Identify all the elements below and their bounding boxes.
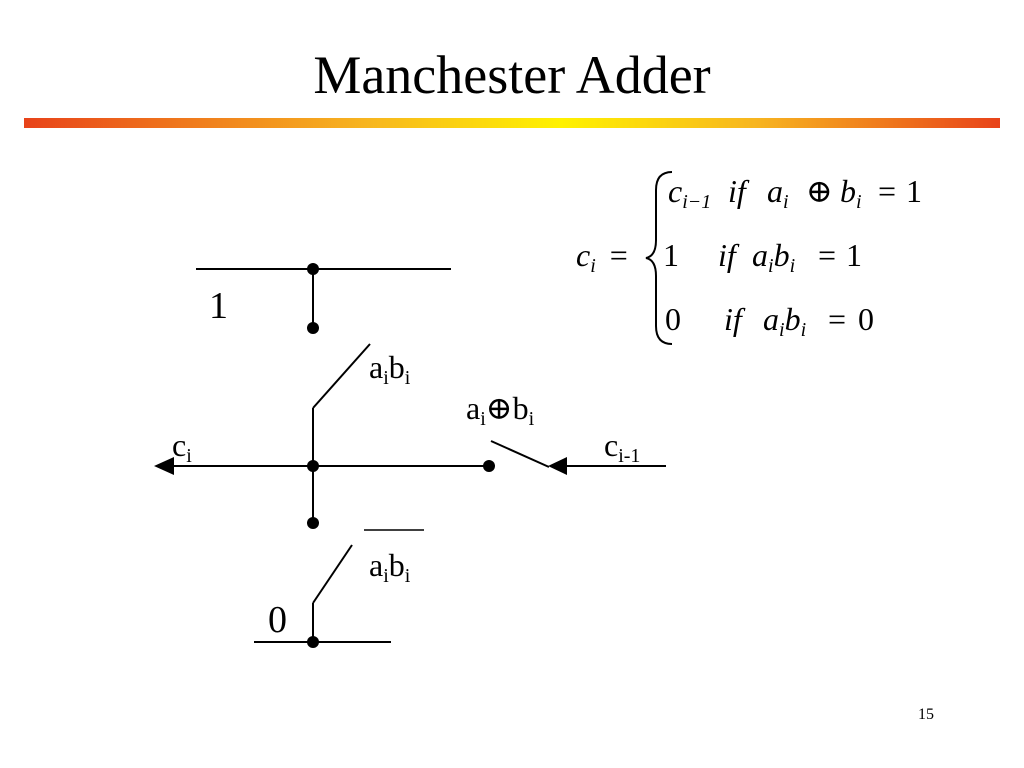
node-dot bbox=[307, 322, 319, 334]
kill-switch bbox=[312, 544, 353, 604]
node-dot bbox=[307, 517, 319, 529]
circuit bbox=[168, 268, 666, 643]
constant-one-label: 1 bbox=[209, 285, 228, 327]
carry-in-arrow-icon bbox=[548, 457, 567, 475]
carry-equation: ci= ci−1 if ai ⊕ bi = 1 1 if aibi = 1 0 … bbox=[576, 171, 922, 345]
equation-case-2: 1 if aibi = 1 bbox=[663, 237, 862, 279]
slide-title: Manchester Adder bbox=[313, 45, 711, 105]
carry-out-arrow-icon bbox=[154, 457, 174, 475]
node-dot bbox=[483, 460, 495, 472]
generate-switch bbox=[312, 343, 371, 409]
equation-case-3: 0 if aibi = 0 bbox=[665, 301, 874, 343]
node-dot bbox=[307, 263, 319, 275]
kill-label: aibi bbox=[369, 547, 411, 587]
equation-case-1: ci−1 if ai ⊕ bi = 1 bbox=[668, 173, 922, 215]
title-underline-bar bbox=[24, 118, 1000, 128]
equation-lhs: ci= bbox=[576, 237, 628, 277]
constant-zero-label: 0 bbox=[268, 599, 287, 641]
propagate-label: ai⊕bi bbox=[466, 390, 535, 430]
carry-out-label: ci bbox=[172, 427, 192, 467]
node-dot bbox=[307, 460, 319, 472]
node-dot bbox=[307, 636, 319, 648]
equation-brace bbox=[645, 171, 673, 345]
carry-in-label: ci-1 bbox=[604, 427, 640, 467]
circuit-nodes bbox=[307, 263, 495, 648]
propagate-switch-blade bbox=[490, 440, 550, 468]
page-number: 15 bbox=[918, 706, 934, 723]
generate-label: aibi bbox=[369, 349, 411, 389]
